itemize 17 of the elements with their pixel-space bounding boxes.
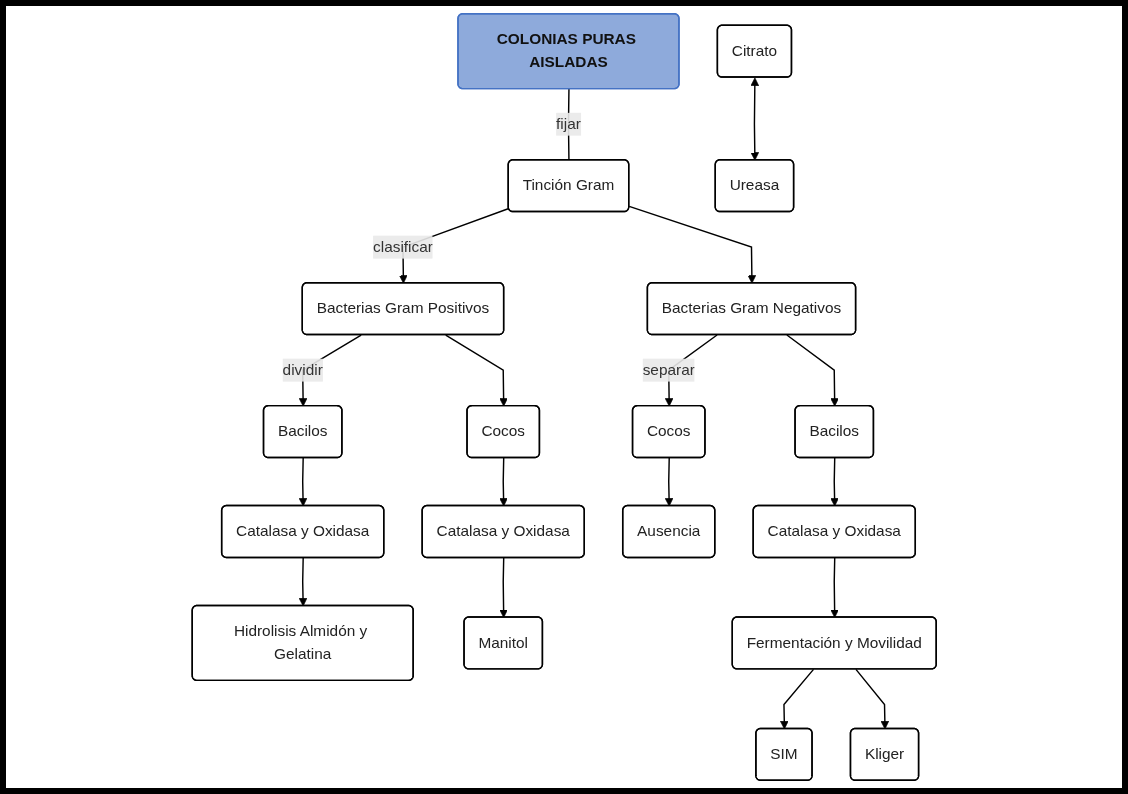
arrow xyxy=(664,457,674,507)
arrow xyxy=(779,668,814,730)
edge-label: clasificar xyxy=(372,238,433,255)
arrow xyxy=(499,557,508,618)
arrow xyxy=(298,457,308,507)
arrow xyxy=(785,334,839,407)
arrow xyxy=(750,77,759,161)
arrow xyxy=(855,668,889,730)
arrow xyxy=(628,205,756,284)
arrow xyxy=(298,557,308,607)
arrow xyxy=(830,557,839,618)
arrow xyxy=(444,334,508,407)
edge-label: dividir xyxy=(282,361,323,378)
arrow xyxy=(830,457,839,507)
edge-label: separar xyxy=(642,361,695,378)
edge-label: fijar xyxy=(555,115,581,132)
arrow xyxy=(499,457,508,507)
